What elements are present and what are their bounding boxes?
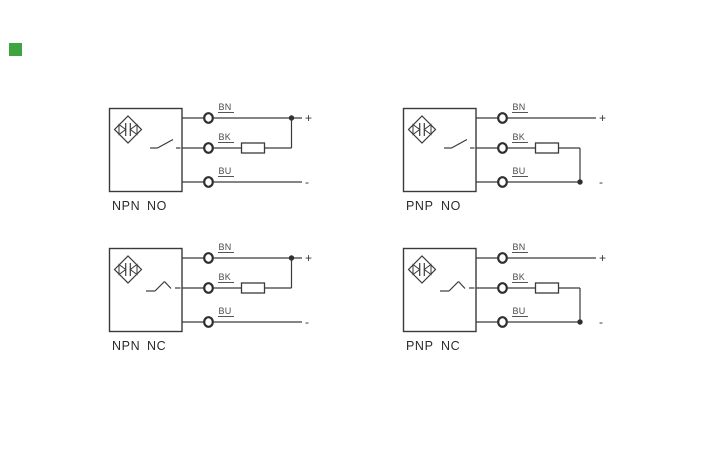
bn-label: BN <box>513 242 526 252</box>
bu-terminal-circle <box>203 176 214 188</box>
proximity-sensor-icon <box>407 255 437 284</box>
switch-no-icon <box>150 138 181 149</box>
diagram-caption: PNP NC <box>406 339 460 353</box>
bk-wire: BK <box>182 118 293 154</box>
bu-label: BU <box>219 306 232 316</box>
diagram-caption: NPN NC <box>112 339 166 353</box>
junction-dot <box>577 179 583 185</box>
transistor-type-label: NPN <box>112 199 140 213</box>
sensor-body <box>402 247 477 333</box>
minus-terminal-label: - <box>305 315 309 329</box>
plus-terminal-label: + <box>599 251 606 265</box>
contact-type-label: NC <box>441 339 460 353</box>
bu-terminal-circle <box>497 316 508 328</box>
contact-type-label: NO <box>147 199 167 213</box>
diagram-npn-no: BN + BK BU - <box>100 95 370 220</box>
transistor-type-label: NPN <box>112 339 140 353</box>
bn-wire: BN + <box>182 242 312 265</box>
plus-terminal-label: + <box>599 111 606 125</box>
diagram-caption: PNP NO <box>406 199 461 213</box>
switch-nc-icon <box>440 281 475 292</box>
load-resistor <box>240 142 266 154</box>
minus-terminal-label: - <box>599 175 603 189</box>
minus-terminal-label: - <box>599 315 603 329</box>
sensor-box <box>402 247 477 333</box>
proximity-sensor-icon <box>113 115 143 144</box>
plus-terminal-label: + <box>305 111 312 125</box>
diagram-pnp-nc: BN + BK BU - <box>394 235 664 360</box>
load-resistor <box>534 142 560 154</box>
bu-terminal-circle <box>203 316 214 328</box>
bn-label: BN <box>219 242 232 252</box>
proximity-sensor-icon <box>407 115 437 144</box>
bk-wire: BK <box>182 258 293 294</box>
load-resistor <box>240 282 266 294</box>
diagram-pnp-no: BN + BK BU - <box>394 95 664 220</box>
bu-wire: BU - <box>182 306 309 329</box>
bk-terminal-circle <box>203 282 214 294</box>
load-resistor <box>534 282 560 294</box>
contact-type-label: NC <box>147 339 166 353</box>
bu-wire: BU - <box>476 306 603 329</box>
switch-no-icon <box>444 138 475 149</box>
bn-wire: BN + <box>476 242 606 265</box>
bn-wire: BN + <box>182 102 312 125</box>
sensor-body <box>108 247 183 333</box>
bn-terminal-circle <box>497 252 508 264</box>
bu-terminal-circle <box>497 176 508 188</box>
sensor-box <box>108 107 183 193</box>
bu-label: BU <box>513 166 526 176</box>
green-square-marker <box>9 43 22 56</box>
transistor-type-label: PNP <box>406 199 434 213</box>
bk-label: BK <box>513 132 526 142</box>
bk-terminal-circle <box>203 142 214 154</box>
bk-terminal-circle <box>497 282 508 294</box>
diagram-caption: NPN NO <box>112 199 167 213</box>
bn-label: BN <box>219 102 232 112</box>
sensor-body <box>402 107 477 193</box>
bn-terminal-circle <box>497 112 508 124</box>
bk-label: BK <box>219 272 232 282</box>
contact-type-label: NO <box>441 199 461 213</box>
bu-wire: BU - <box>182 166 309 189</box>
bk-label: BK <box>513 272 526 282</box>
bk-wire: BK <box>476 272 581 322</box>
plus-terminal-label: + <box>305 251 312 265</box>
switch-nc-icon <box>146 281 181 292</box>
bu-label: BU <box>513 306 526 316</box>
bn-label: BN <box>513 102 526 112</box>
bk-label: BK <box>219 132 232 142</box>
bu-label: BU <box>219 166 232 176</box>
bu-wire: BU - <box>476 166 603 189</box>
sensor-body <box>108 107 183 193</box>
bn-terminal-circle <box>203 112 214 124</box>
sensor-box <box>108 247 183 333</box>
bk-terminal-circle <box>497 142 508 154</box>
junction-dot <box>577 319 583 325</box>
diagram-npn-nc: BN + BK BU - <box>100 235 370 360</box>
transistor-type-label: PNP <box>406 339 434 353</box>
bk-wire: BK <box>476 132 581 182</box>
bn-wire: BN + <box>476 102 606 125</box>
sensor-box <box>402 107 477 193</box>
minus-terminal-label: - <box>305 175 309 189</box>
proximity-sensor-icon <box>113 255 143 284</box>
bn-terminal-circle <box>203 252 214 264</box>
